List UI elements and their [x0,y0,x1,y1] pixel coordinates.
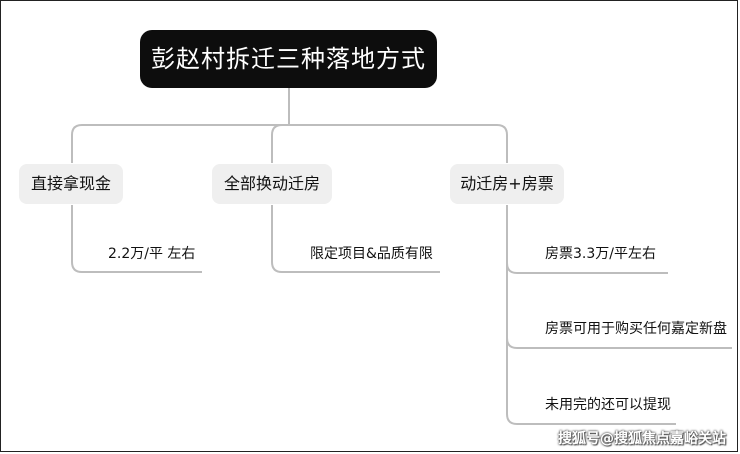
leaf-1-connector [71,205,202,273]
branch-1-drop [71,124,83,163]
root-topic: 彭赵村拆迁三种落地方式 [140,30,437,88]
branch-2-drop [271,124,283,163]
leaf-cash-price: 2.2万/平 左右 [108,246,196,262]
branch-bus [82,124,508,163]
leaf-voucher-cashout: 未用完的还可以提现 [545,397,671,413]
branch-relocation-housing: 全部换动迁房 [212,164,332,204]
branch-housing-plus-voucher: 动迁房+房票 [450,164,564,204]
branch-cash: 直接拿现金 [19,164,123,204]
leaf-limited-projects: 限定项目&品质有限 [310,246,433,262]
watermark: 搜狐号@搜狐焦点嘉峪关站 [558,431,726,447]
leaf-voucher-price: 房票3.3万/平左右 [545,246,656,262]
leaf-5-connector [506,338,676,425]
leaf-2-connector [271,205,440,273]
leaf-voucher-usage: 房票可用于购买任何嘉定新盘 [545,321,727,337]
